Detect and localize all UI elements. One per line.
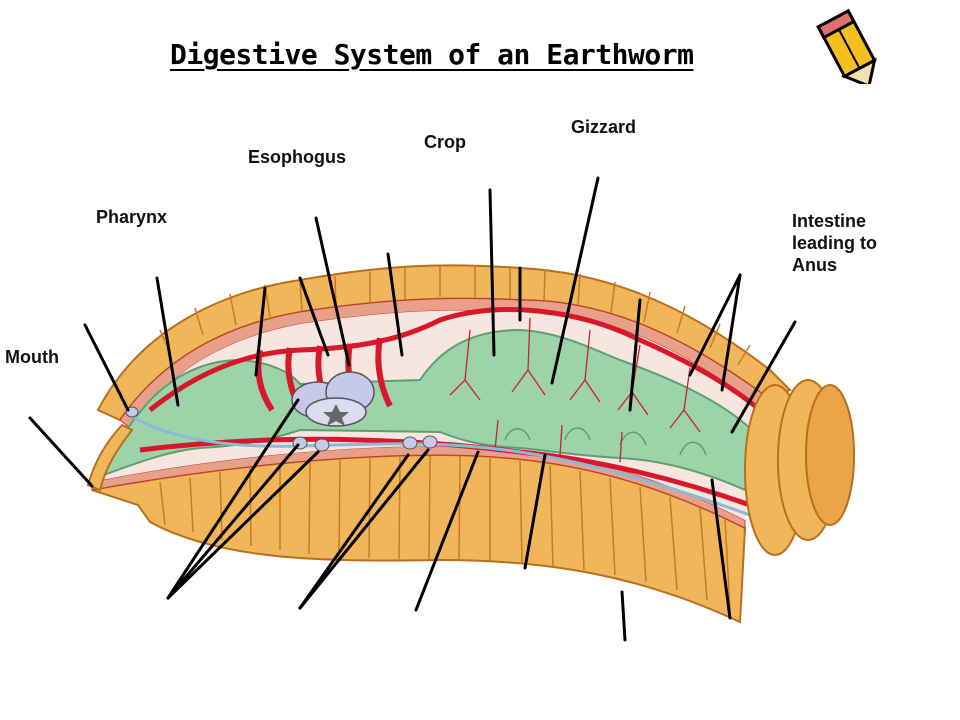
pointer-intestine-3	[730, 320, 797, 434]
label-gizzard: Gizzard	[571, 117, 637, 137]
label-esophagus: Esophogus	[248, 147, 346, 167]
dorsal-blood-vessel	[148, 307, 762, 412]
pointer-pharynx	[155, 276, 180, 407]
gut-capillaries	[449, 317, 701, 463]
pencil-icon	[816, 8, 877, 84]
pointer-intestine-1	[688, 273, 742, 377]
mouth-tip	[86, 423, 134, 492]
nerve-ganglia	[125, 406, 438, 452]
cerebral-ganglion	[291, 371, 375, 427]
pointer-crop	[488, 188, 496, 357]
page-title: Digestive System of an Earthworm	[170, 38, 694, 71]
label-pharynx: Pharynx	[96, 207, 168, 227]
pointer-mouth	[28, 416, 94, 488]
label-intestine: Intestine leading to Anus	[792, 210, 877, 276]
pointer-intestine-2	[720, 273, 742, 392]
label-mouth: Mouth	[5, 347, 59, 367]
pointer-lines	[28, 176, 797, 642]
ventral-segments	[159, 454, 731, 611]
pointer-gizzard	[550, 176, 600, 385]
label-intestine-line-2: leading to	[792, 233, 877, 253]
label-crop: Crop	[424, 132, 466, 152]
label-intestine-line-3: Anus	[792, 255, 837, 275]
label-intestine-line-1: Intestine	[792, 211, 867, 231]
tail-rings	[744, 379, 855, 556]
pointer-esophagus	[314, 216, 351, 367]
